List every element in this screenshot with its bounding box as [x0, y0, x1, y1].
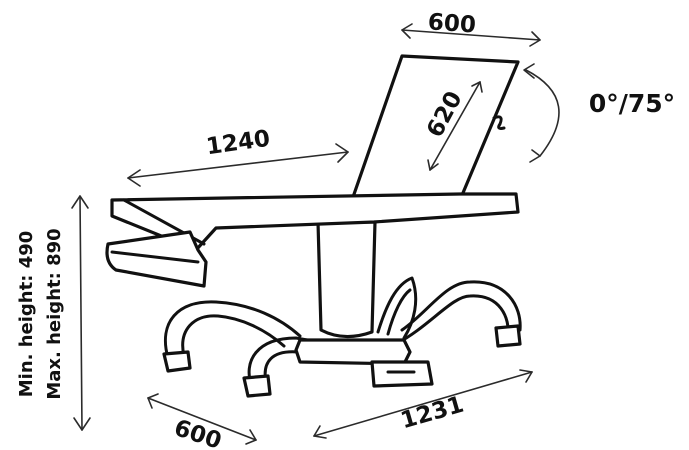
backrest-width-arrowhead-right	[529, 31, 541, 47]
label-seat-length: 1240	[205, 126, 272, 161]
label-max-height: Max. height: 890	[44, 228, 65, 399]
base-width-arrowhead-right	[245, 429, 257, 445]
base-leg-right	[394, 294, 510, 346]
dimension-base-length	[313, 369, 533, 439]
seat-length-arrowhead-left	[127, 169, 141, 187]
leg-rest-panel-edge	[110, 250, 200, 264]
dimension-lines	[71, 23, 560, 445]
label-min-height: Min. height: 490	[16, 231, 37, 398]
caster-right	[494, 324, 522, 348]
label-backrest-width: 600	[427, 9, 477, 38]
base-leg-left	[163, 300, 302, 360]
seat-length-line	[127, 151, 349, 179]
lift-column	[316, 220, 377, 339]
seat-top	[110, 192, 520, 252]
base-length-arrowhead-right	[519, 369, 533, 383]
seat-length-arrowhead-right	[335, 143, 349, 163]
base-hub	[294, 338, 412, 366]
base-leg-back-inner	[386, 288, 412, 336]
base-length-line	[313, 371, 533, 437]
tilt-arrowhead-top	[523, 63, 535, 79]
backrest-width-arrowhead-left	[401, 23, 413, 39]
tilt-arc	[525, 69, 560, 157]
caster-left	[162, 350, 192, 373]
couch-drawing	[105, 54, 522, 398]
dimension-tilt	[523, 63, 560, 163]
base-foot-block	[370, 360, 434, 388]
height-arrowhead-top	[71, 195, 89, 209]
caster-front	[242, 374, 272, 398]
base-width-arrowhead-left	[147, 393, 159, 409]
base-width-line	[147, 397, 257, 441]
backrest-length-arrowhead-top	[471, 81, 483, 93]
base-length-arrowhead-left	[313, 425, 327, 439]
dimension-backrest-width	[401, 23, 541, 47]
tilt-arrowhead-bottom	[529, 149, 541, 163]
height-line	[79, 195, 83, 431]
base-leg-right-inner	[400, 280, 522, 332]
dimension-seat-length	[127, 143, 349, 187]
dimension-base-width	[147, 393, 257, 445]
backrest-length-line	[429, 81, 481, 171]
backrest-lever	[492, 115, 506, 130]
leg-rest-panel	[105, 230, 208, 288]
label-tilt-range: 0°/75°	[589, 89, 675, 118]
dimension-backrest-length	[427, 81, 483, 171]
base-leg-left-inner	[181, 314, 286, 358]
height-arrowhead-bottom	[73, 417, 91, 431]
label-base-length: 1231	[398, 392, 467, 435]
base-star	[162, 276, 522, 398]
backrest-width-line	[401, 29, 541, 41]
base-leg-back	[376, 276, 418, 340]
backrest-length-arrowhead-bottom	[427, 159, 439, 171]
label-base-width: 600	[171, 415, 225, 450]
dimension-height	[71, 195, 91, 431]
